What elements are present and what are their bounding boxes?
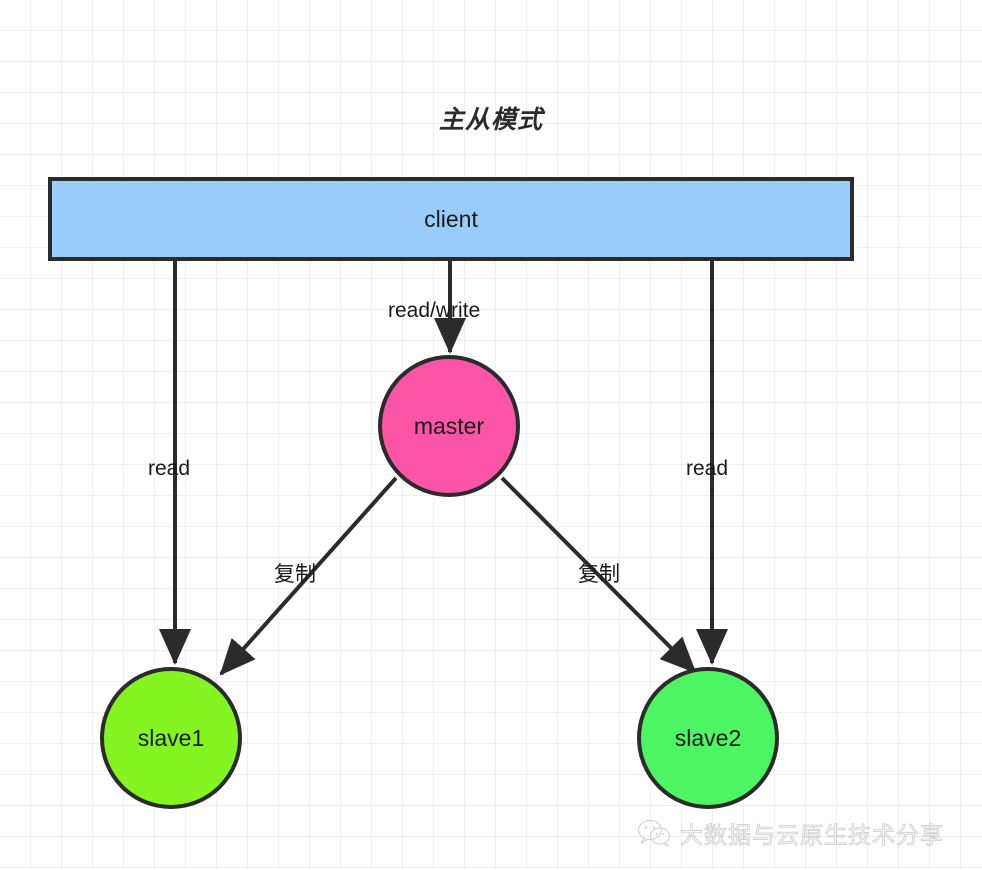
diagram-title: 主从模式 — [438, 106, 543, 134]
node-slave2-label: slave2 — [674, 724, 742, 751]
node-slave2[interactable]: slave2 — [637, 667, 779, 809]
edge-label-read-write: read/write — [388, 299, 481, 322]
node-slave1-label: slave1 — [137, 724, 205, 751]
node-master-label: master — [413, 412, 485, 439]
edge-label-copy-left: 复制 — [274, 563, 316, 586]
edge-label-copy-right: 复制 — [578, 563, 620, 586]
node-client[interactable]: client — [48, 177, 854, 261]
edge-label-read-right: read — [686, 457, 729, 480]
node-slave1[interactable]: slave1 — [100, 667, 242, 809]
node-master[interactable]: master — [378, 355, 520, 497]
wechat-icon — [637, 819, 671, 847]
watermark: 大数据与云原生技术分享 — [637, 816, 944, 850]
watermark-text: 大数据与云原生技术分享 — [680, 822, 944, 849]
node-client-label: client — [424, 205, 478, 232]
edge-label-read-left: read — [148, 457, 191, 480]
